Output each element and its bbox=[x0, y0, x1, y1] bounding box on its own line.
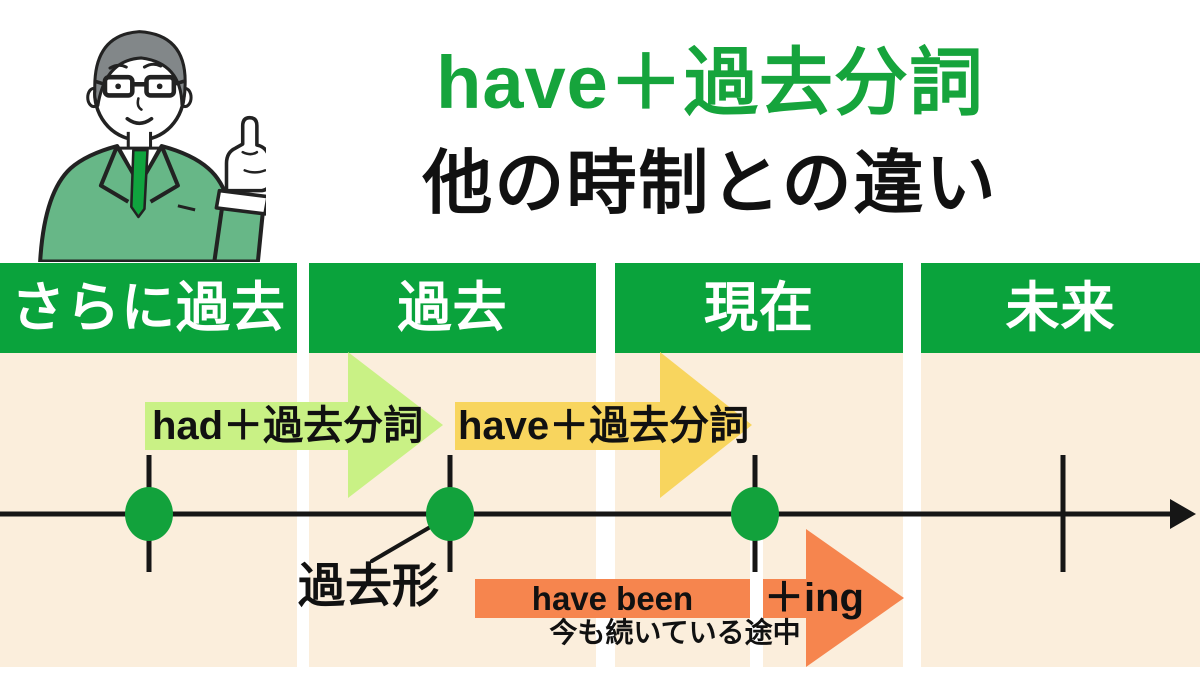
past-pointer-line bbox=[370, 524, 434, 563]
dot-further-past bbox=[125, 487, 173, 541]
past-perfect-arrow-shape bbox=[145, 352, 443, 498]
page-subtitle: 他の時制との違い bbox=[422, 144, 998, 222]
present-perfect-arrow-label: have＋過去分詞 bbox=[458, 404, 750, 448]
continuous-arrow-body bbox=[475, 579, 750, 618]
past-point-label: 過去形 bbox=[298, 559, 439, 612]
present-perfect-arrow-shape bbox=[455, 352, 752, 498]
page-title: have＋過去分詞 bbox=[436, 41, 984, 124]
timeline-arrowhead bbox=[1170, 499, 1196, 529]
continuous-arrow-note: 今も続いている途中 bbox=[549, 617, 801, 648]
dot-past bbox=[426, 487, 474, 541]
continuous-arrow-head bbox=[763, 529, 904, 667]
column-header-future: 未来 bbox=[921, 263, 1200, 353]
dot-present bbox=[731, 487, 779, 541]
column-header-past: 過去 bbox=[309, 263, 596, 353]
continuous-arrow-label-start: have been bbox=[531, 580, 694, 617]
teacher-illustration bbox=[38, 30, 266, 262]
continuous-arrow-label-end: ＋ing bbox=[764, 576, 864, 620]
past-perfect-arrow-label: had＋過去分詞 bbox=[152, 404, 424, 448]
column-header-further-past: さらに過去 bbox=[0, 263, 297, 353]
column-header-present: 現在 bbox=[615, 263, 903, 353]
